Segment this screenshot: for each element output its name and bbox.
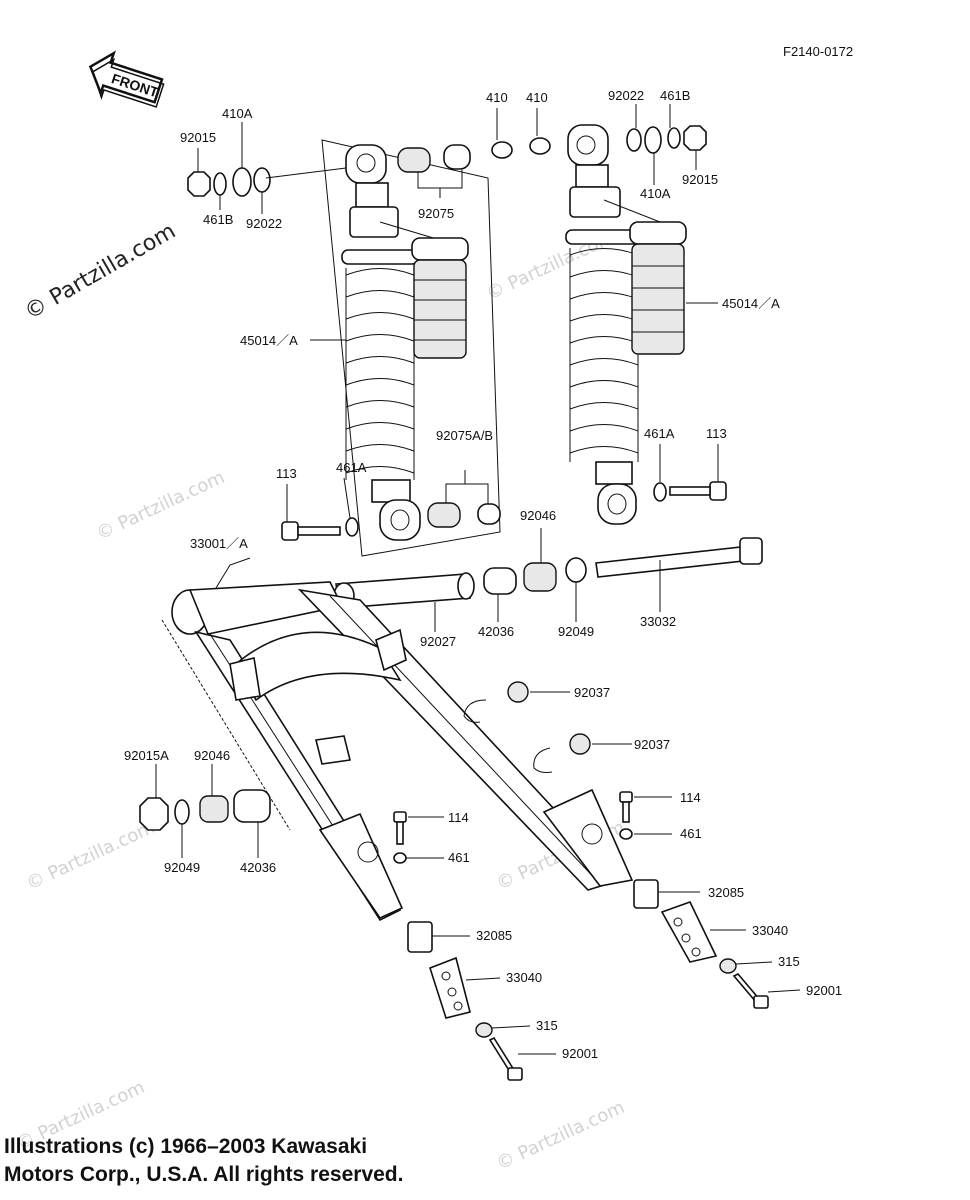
label-315-left: 315 xyxy=(536,1018,558,1033)
left-upper-hardware xyxy=(187,122,347,214)
grommets-92037 xyxy=(507,681,632,755)
label-42036-left: 42036 xyxy=(240,860,276,875)
label-410-a: 410 xyxy=(486,90,508,105)
label-92075: 92075 xyxy=(418,206,454,221)
watermark-main: © Partzilla.com xyxy=(21,219,181,326)
label-113-right: 113 xyxy=(706,426,727,441)
pivot-hardware xyxy=(333,528,763,632)
label-92015A: 92015A xyxy=(124,748,169,763)
nut-92015-right xyxy=(683,125,707,151)
label-33001: 33001／A xyxy=(190,536,248,551)
left-shock-group xyxy=(310,139,501,557)
label-42036-top: 42036 xyxy=(478,624,514,639)
nut-92015-left xyxy=(187,171,211,197)
label-114-left: 114 xyxy=(448,810,469,825)
copyright-line-2: Motors Corp., U.S.A. All rights reserved… xyxy=(4,1163,404,1186)
label-92046-top: 92046 xyxy=(520,508,556,523)
label-114-right: 114 xyxy=(680,790,701,805)
copyright-line-1: Illustrations (c) 1966–2003 Kawasaki xyxy=(4,1135,368,1158)
left-shock-frame xyxy=(321,139,501,557)
watermark-faint-3: © Partzilla.com xyxy=(23,817,158,895)
label-410A-left: 410A xyxy=(222,106,253,121)
label-32085-right: 32085 xyxy=(708,885,744,900)
swingarm-33001 xyxy=(161,557,634,922)
label-32085-left: 32085 xyxy=(476,928,512,943)
label-461B-right: 461B xyxy=(660,88,690,103)
label-461B-left: 461B xyxy=(203,212,233,227)
label-92049-top: 92049 xyxy=(558,624,594,639)
label-92075AB: 92075A/B xyxy=(436,428,493,443)
label-410-b: 410 xyxy=(526,90,548,105)
label-33040-right: 33040 xyxy=(752,923,788,938)
label-92015-left: 92015 xyxy=(180,130,216,145)
bolts-114 xyxy=(393,791,672,864)
label-461-left: 461 xyxy=(448,850,470,865)
label-92037-a: 92037 xyxy=(574,685,610,700)
label-45014-right: 45014／A xyxy=(722,296,780,311)
watermark-faint-1: © Partzilla.com xyxy=(93,467,228,545)
label-92015-right: 92015 xyxy=(682,172,718,187)
front-arrow: FRONT xyxy=(88,50,165,108)
right-upper-hardware xyxy=(491,104,707,185)
part-labels: 92015 410A 461B 92022 410 410 92022 461B… xyxy=(124,88,842,1061)
label-461A-right: 461A xyxy=(644,426,675,441)
label-113-left: 113 xyxy=(276,466,297,481)
label-92027: 92027 xyxy=(420,634,456,649)
label-92022-left: 92022 xyxy=(246,216,282,231)
label-461A-left: 461A xyxy=(336,460,367,475)
figure-code: F2140-0172 xyxy=(783,44,853,59)
label-33040-left: 33040 xyxy=(506,970,542,985)
right-shock-group xyxy=(565,124,718,525)
adjusters xyxy=(407,879,746,1019)
label-461-right: 461 xyxy=(680,826,702,841)
adjuster-bolts xyxy=(475,958,801,1081)
label-45014-left: 45014／A xyxy=(240,333,298,348)
left-shock-spring xyxy=(341,249,419,503)
left-shock-reservoir xyxy=(411,237,469,359)
label-33032: 33032 xyxy=(640,614,676,629)
copyright-notice: Illustrations (c) 1966–2003 Kawasaki Mot… xyxy=(4,1133,564,1189)
label-92001-right: 92001 xyxy=(806,983,842,998)
left-shock-lower-eye xyxy=(379,499,421,541)
label-92046-left: 92046 xyxy=(194,748,230,763)
label-410A-right: 410A xyxy=(640,186,671,201)
label-92037-b: 92037 xyxy=(634,737,670,752)
left-pivot-parts xyxy=(139,764,271,858)
left-shock-upper-eye xyxy=(345,144,387,184)
label-92001-left: 92001 xyxy=(562,1046,598,1061)
label-92022-right: 92022 xyxy=(608,88,644,103)
bolts-113 xyxy=(281,444,727,541)
label-92049-left: 92049 xyxy=(164,860,200,875)
label-315-right: 315 xyxy=(778,954,800,969)
